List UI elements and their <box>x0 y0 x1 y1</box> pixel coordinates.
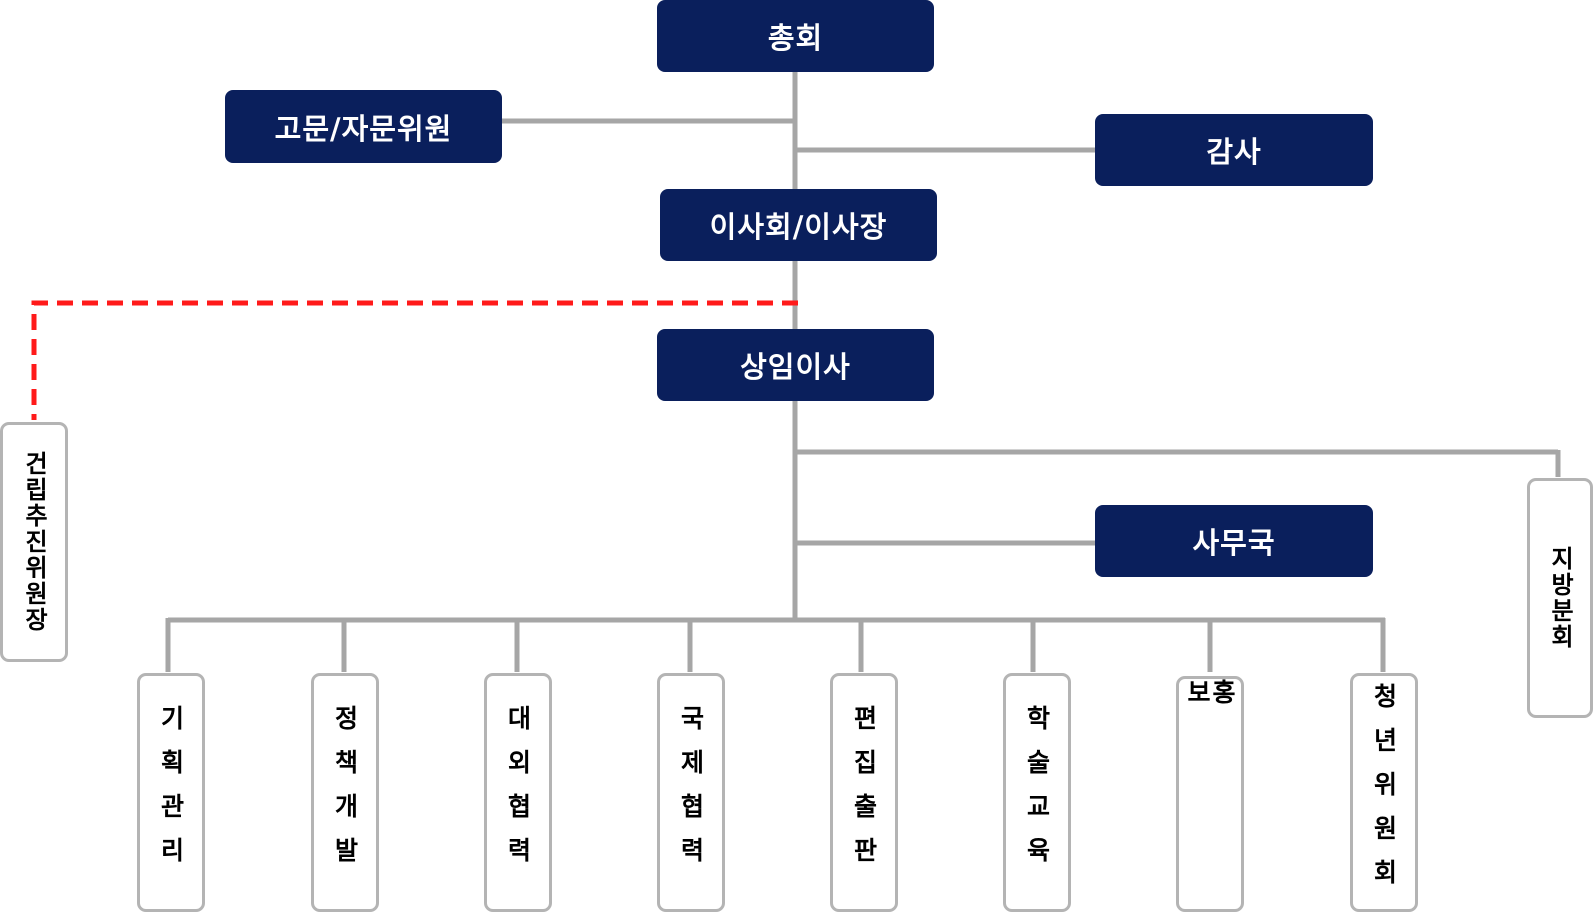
construction-committee-box: 건립추진위원장 <box>0 422 68 662</box>
department-box-academic-education: 학술교육 <box>1003 673 1071 912</box>
department-label: 국제협력 <box>676 704 706 881</box>
advisory-committee-box: 고문/자문위원 <box>225 90 502 163</box>
department-box-policy: 정책개발 <box>311 673 379 912</box>
department-label: 편집출판 <box>849 704 879 881</box>
regional-branch-box: 지방분회 <box>1527 478 1593 718</box>
department-label: 기획관리 <box>156 704 186 881</box>
department-box-planning: 기획관리 <box>137 673 205 912</box>
department-label: 청년위원회 <box>1369 682 1399 903</box>
department-box-external-relations: 대외협력 <box>484 673 552 912</box>
secretariat-box: 사무국 <box>1095 505 1373 577</box>
department-box-publishing: 편집출판 <box>830 673 898 912</box>
general-assembly-box: 총회 <box>657 0 934 72</box>
auditor-box: 감사 <box>1095 114 1373 186</box>
regional-branch-label: 지방분회 <box>1546 546 1574 650</box>
department-label: 홍보 <box>1183 679 1237 802</box>
department-label: 정책개발 <box>330 704 360 881</box>
construction-committee-label: 건립추진위원장 <box>20 451 48 633</box>
department-box-public-relations: 홍보 <box>1176 676 1244 912</box>
department-label: 대외협력 <box>503 704 533 881</box>
department-label: 학술교육 <box>1022 704 1052 881</box>
standing-director-box: 상임이사 <box>657 329 934 401</box>
construction-committee-dashed-link <box>31 300 798 420</box>
department-box-international: 국제협력 <box>657 673 725 912</box>
board-of-directors-box: 이사회/이사장 <box>660 189 937 261</box>
department-box-youth-committee: 청년위원회 <box>1350 673 1418 912</box>
